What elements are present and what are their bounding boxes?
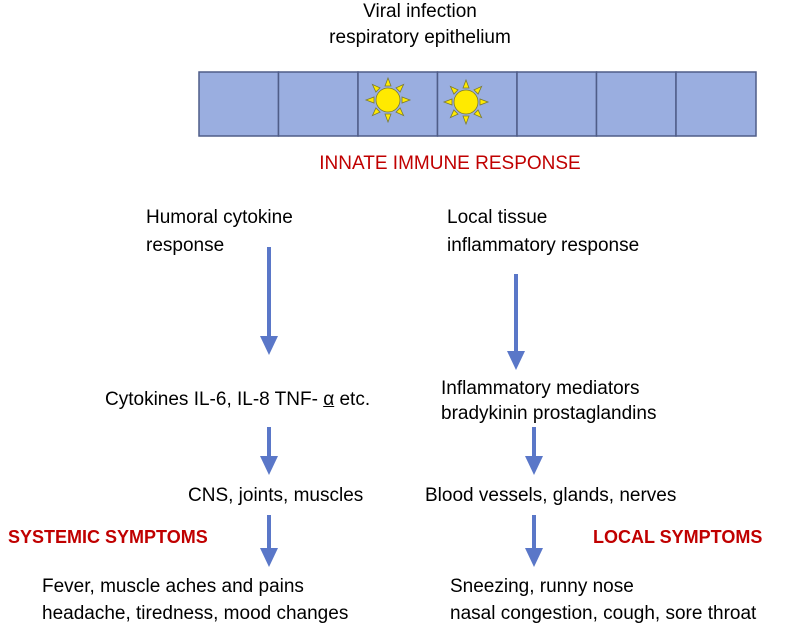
cytokines-suffix: etc.	[334, 389, 371, 410]
systemic-symptoms-label: SYSTEMIC SYMPTOMS	[8, 527, 208, 547]
systemic-symptoms-line2: headache, tiredness, mood changes	[42, 603, 349, 624]
arrow-down	[507, 274, 525, 370]
epithelial-cell	[277, 71, 359, 137]
right-heading-line1: Local tissue	[447, 207, 548, 228]
epithelial-cell	[675, 71, 757, 137]
header-title: Viral infection	[363, 1, 477, 22]
local-symptoms-line1: Sneezing, runny nose	[450, 576, 634, 597]
epithelial-cell	[516, 71, 598, 137]
epithelial-cell	[198, 71, 280, 137]
right-mediators-line1: Inflammatory mediators	[441, 378, 640, 399]
innate-response-label: INNATE IMMUNE RESPONSE	[319, 153, 581, 174]
arrow-down	[525, 515, 543, 567]
cytokines-text: Cytokines IL-6, IL-8 TNF- α etc.	[105, 388, 370, 412]
cytokines-prefix: Cytokines IL-6, IL-8 TNF-	[105, 389, 324, 410]
arrow-down	[260, 515, 278, 567]
local-symptoms-line2: nasal congestion, cough, sore throat	[450, 603, 757, 624]
left-heading-line1: Humoral cytokine	[146, 207, 293, 228]
arrow-down	[525, 427, 543, 475]
epithelial-cell	[595, 71, 677, 137]
right-targets: Blood vessels, glands, nerves	[425, 485, 677, 506]
alpha-symbol: α	[323, 389, 335, 410]
local-symptoms-label: LOCAL SYMPTOMS	[593, 527, 763, 547]
virus-icon	[443, 79, 489, 125]
right-heading-line2: inflammatory response	[447, 235, 640, 256]
left-targets: CNS, joints, muscles	[188, 485, 364, 506]
header-subtitle: respiratory epithelium	[329, 27, 511, 48]
systemic-symptoms-line1: Fever, muscle aches and pains	[42, 576, 304, 597]
arrow-down	[260, 247, 278, 355]
left-heading-line2: response	[146, 235, 225, 256]
arrow-down	[260, 427, 278, 475]
virus-icon	[365, 77, 411, 123]
right-mediators-line2: bradykinin prostaglandins	[441, 403, 657, 424]
